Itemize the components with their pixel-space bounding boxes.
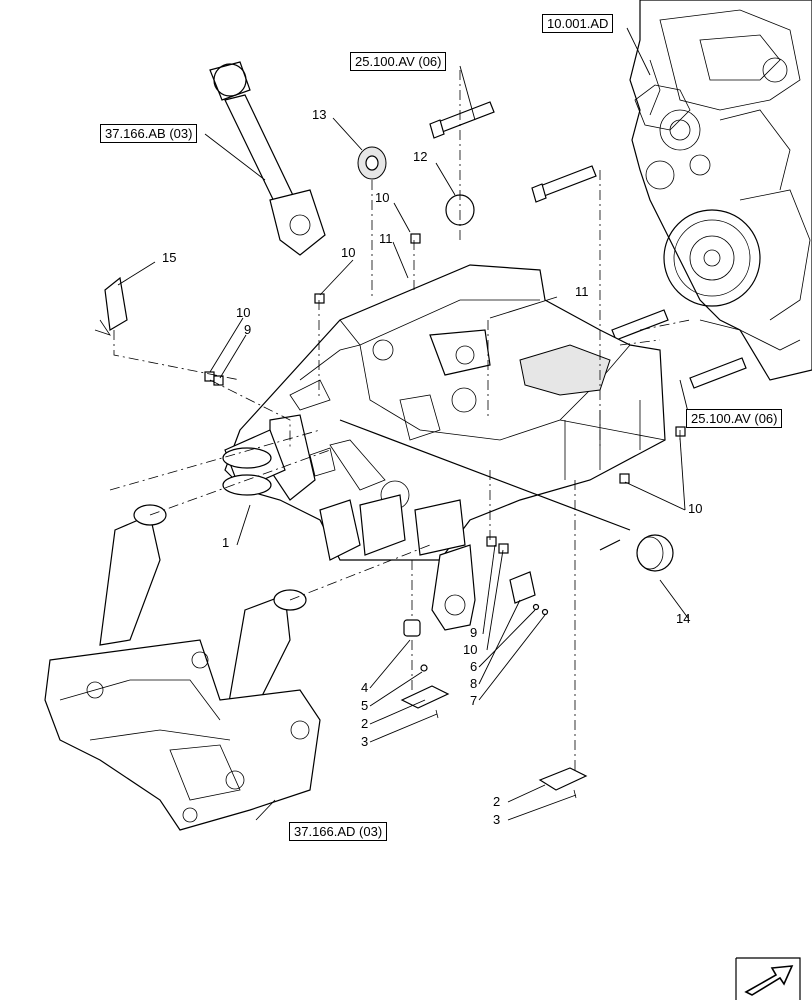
small-parts: [94, 146, 686, 799]
callout-10-d: 10: [688, 501, 703, 516]
callout-3-b: 3: [493, 812, 501, 827]
bolt-top: [429, 101, 495, 139]
callout-11-b: 11: [575, 284, 589, 299]
callout-3-a: 3: [361, 734, 369, 749]
bolt-right-lower: [689, 357, 747, 389]
callout-2-b: 2: [493, 794, 501, 809]
callout-4: 4: [361, 680, 369, 695]
callout-1: 1: [222, 535, 230, 550]
leader-lines: [117, 27, 689, 821]
callout-11-a: 11: [379, 231, 393, 246]
callout-7: 7: [470, 693, 478, 708]
ref-driveshaft[interactable]: 37.166.AB (03): [100, 124, 198, 143]
callout-12: 12: [413, 149, 428, 164]
driveshaft: [209, 61, 326, 256]
ref-axle[interactable]: 37.166.AD (03): [289, 822, 388, 841]
ref-bolt-right[interactable]: 25.100.AV (06): [686, 409, 783, 428]
callout-2-a: 2: [361, 716, 369, 731]
ref-engine[interactable]: 10.001.AD: [542, 14, 614, 33]
callout-10-c: 10: [236, 305, 251, 320]
callout-5: 5: [361, 698, 369, 713]
front-axle: [44, 504, 321, 831]
bolt-middle: [531, 165, 597, 203]
assembly-lines: [109, 70, 691, 770]
ref-bolt-top[interactable]: 25.100.AV (06): [350, 52, 447, 71]
callout-10-b: 10: [341, 245, 356, 260]
callout-13: 13: [312, 107, 327, 122]
engine-assembly: [629, 0, 812, 381]
callout-10-e: 10: [463, 642, 478, 657]
callout-8: 8: [470, 676, 478, 691]
callout-10-a: 10: [375, 190, 390, 205]
callout-14: 14: [676, 611, 691, 626]
arrow-icon: [735, 957, 801, 1000]
callout-15: 15: [162, 250, 177, 265]
front-support-frame: [222, 264, 666, 631]
callout-9-a: 9: [244, 322, 252, 337]
callout-6: 6: [470, 659, 478, 674]
bolt-right-upper: [611, 309, 669, 341]
callout-9-b: 9: [470, 625, 478, 640]
